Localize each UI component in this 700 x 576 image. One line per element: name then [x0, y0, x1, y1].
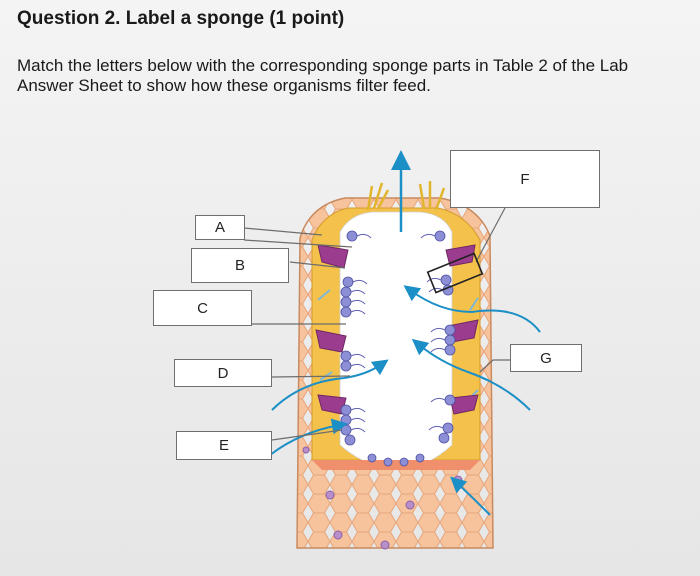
choanocytes-left	[340, 230, 372, 446]
label-box-d: D	[174, 359, 272, 387]
label-box-b: B	[191, 248, 289, 283]
osculum-spicules	[366, 181, 446, 211]
label-c: C	[197, 299, 208, 317]
label-f: F	[520, 170, 530, 188]
label-box-e: E	[176, 431, 272, 460]
label-box-f: F	[450, 150, 600, 208]
label-a: A	[214, 219, 225, 236]
porocytes	[315, 244, 479, 415]
leader-lines	[243, 207, 510, 441]
choanocytes-right	[420, 230, 456, 444]
label-box-g: G	[510, 344, 582, 372]
label-b: B	[234, 257, 245, 274]
label-e: E	[218, 437, 229, 454]
label-d: D	[217, 364, 229, 382]
label-g: G	[540, 349, 552, 367]
question-instructions: Match the letters below with the corresp…	[17, 56, 629, 95]
choanocytes-bottom	[367, 453, 425, 467]
label-box-a: A	[195, 215, 245, 240]
question-title: Question 2. Label a sponge (1 point)	[17, 8, 345, 29]
label-box-c: C	[153, 290, 252, 326]
spongocoel	[339, 211, 453, 469]
